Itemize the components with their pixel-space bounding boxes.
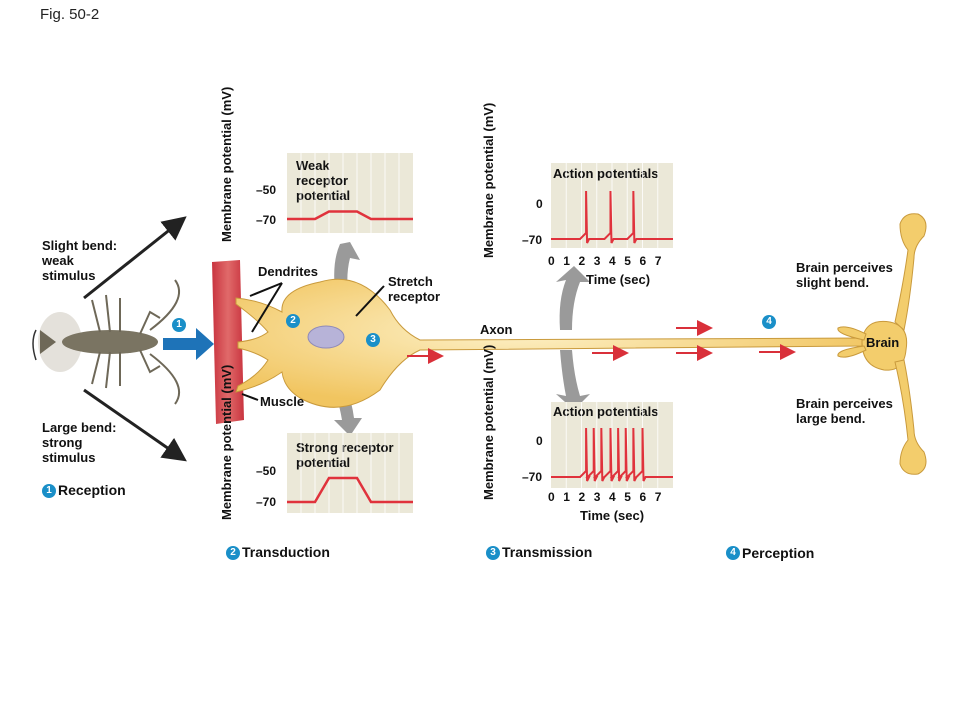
xtick: 7 bbox=[654, 254, 662, 268]
xtick: 4 bbox=[609, 254, 616, 268]
strong-trace bbox=[287, 476, 413, 504]
strong-ytick-70: –70 bbox=[256, 495, 277, 509]
ap-weak-trace bbox=[551, 190, 673, 244]
ap-weak-ytick-0: 0 bbox=[536, 197, 543, 211]
step-badge-2: 2 bbox=[226, 546, 240, 560]
ap-strong-ytick-70: –70 bbox=[522, 470, 543, 484]
xtick: 0 bbox=[548, 490, 555, 504]
xtick: 5 bbox=[624, 490, 631, 504]
weak-trace bbox=[287, 210, 413, 221]
gray-arrow-down-2 bbox=[556, 350, 590, 410]
step-badge-4: 4 bbox=[726, 546, 740, 560]
xtick: 1 bbox=[563, 254, 570, 268]
xtick: 2 bbox=[578, 254, 586, 268]
step-badge-1: 1 bbox=[42, 484, 56, 498]
stretch-receptor-neuron bbox=[235, 278, 863, 408]
slight-bend-label: Slight bend: weak stimulus bbox=[42, 238, 118, 283]
reception-arrow bbox=[163, 328, 214, 360]
xtick: 3 bbox=[593, 254, 601, 268]
ap-strong-xlabel: Time (sec) bbox=[580, 508, 645, 523]
ap-weak-ytick-70: –70 bbox=[522, 233, 543, 247]
step-perception: Perception bbox=[742, 545, 815, 561]
muscle-label: Muscle bbox=[260, 394, 305, 409]
brain-large-label: Brain perceives large bend. bbox=[796, 396, 893, 426]
figure-label: Fig. 50-2 bbox=[40, 6, 100, 23]
weak-ytick-70: –70 bbox=[256, 213, 277, 227]
xtick: 4 bbox=[609, 490, 616, 504]
ap-weak-xlabel: Time (sec) bbox=[586, 272, 651, 287]
xtick: 2 bbox=[578, 490, 586, 504]
strong-chart-title: Strong receptor potential bbox=[296, 440, 394, 470]
ap-strong-ytick-0: 0 bbox=[536, 434, 543, 448]
axon-label: Axon bbox=[480, 322, 513, 337]
xtick: 0 bbox=[548, 254, 555, 268]
step-transmission: Transmission bbox=[502, 544, 593, 560]
xtick: 3 bbox=[593, 490, 601, 504]
stretch-receptor-label: Stretch receptor bbox=[388, 274, 441, 304]
ap-weak-title: Action potentials bbox=[553, 166, 659, 181]
step-badge-3: 3 bbox=[486, 546, 500, 560]
nucleus bbox=[307, 325, 345, 349]
step-reception: Reception bbox=[58, 482, 126, 498]
badge-2: 2 bbox=[286, 314, 300, 328]
xtick: 6 bbox=[639, 490, 647, 504]
step-transduction: Transduction bbox=[242, 544, 330, 560]
large-bend-label: Large bend: strong stimulus bbox=[42, 420, 117, 465]
weak-chart-title: Weak receptor potential bbox=[296, 158, 351, 203]
ap-strong-trace bbox=[551, 427, 673, 482]
xtick: 7 bbox=[654, 490, 662, 504]
xtick: 5 bbox=[624, 254, 631, 268]
badge-4: 4 bbox=[762, 315, 776, 329]
badge-3: 3 bbox=[366, 333, 380, 347]
brain-slight-label: Brain perceives slight bend. bbox=[796, 260, 893, 290]
strong-ytick-50: –50 bbox=[256, 464, 277, 478]
weak-ytick-50: –50 bbox=[256, 183, 277, 197]
gray-arrow-up-2 bbox=[556, 266, 590, 330]
weak-stimulus-arrow bbox=[83, 216, 187, 300]
strong-receptor-chart bbox=[287, 433, 413, 513]
brain-label: Brain bbox=[866, 335, 900, 350]
strong-stimulus-arrow bbox=[83, 388, 187, 462]
ap-strong-title: Action potentials bbox=[553, 404, 659, 419]
badge-1: 1 bbox=[172, 318, 186, 332]
dendrites-label: Dendrites bbox=[258, 264, 318, 279]
xtick: 1 bbox=[563, 490, 570, 504]
pointer-lines bbox=[241, 282, 385, 401]
crayfish-icon bbox=[32, 279, 180, 405]
impulse-arrows bbox=[407, 320, 796, 364]
brain-structure bbox=[837, 213, 927, 475]
xtick: 6 bbox=[639, 254, 647, 268]
